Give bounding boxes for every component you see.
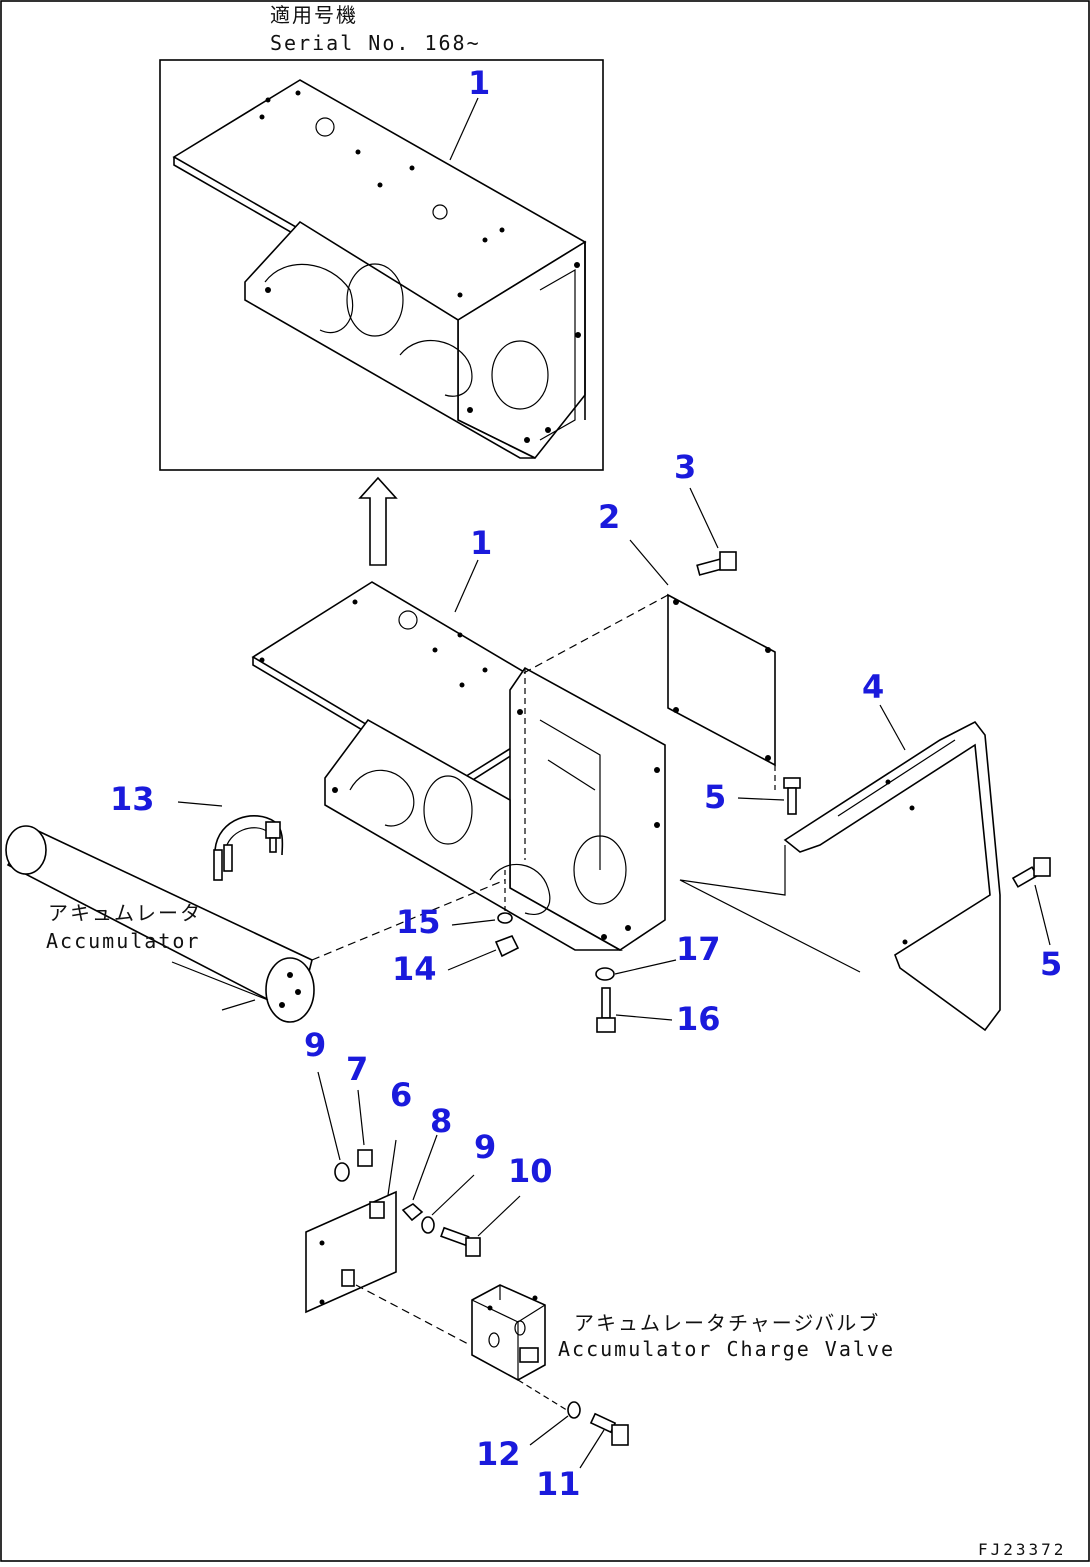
callout-16: 16: [676, 1000, 721, 1038]
charge-valve: [471, 1284, 571, 1413]
inset-frame: [159, 59, 604, 471]
callout-7: 7: [346, 1050, 368, 1088]
nut-8: [401, 1203, 424, 1222]
leader-17: [614, 959, 677, 975]
inset-note-jp: 適用号機: [270, 3, 358, 27]
reference-arrow: [358, 476, 398, 566]
leader-14: [447, 949, 497, 971]
inset-note-en: Serial No. 168~: [270, 31, 481, 55]
callout-1: 1: [470, 524, 492, 562]
callout-4: 4: [862, 668, 884, 706]
callout-8: 8: [430, 1102, 452, 1140]
leader-10: [477, 1195, 521, 1237]
callout-3: 3: [674, 448, 696, 486]
leader-5b: [1034, 884, 1051, 946]
bolt-10: [440, 1226, 481, 1257]
accumulator-label-en: Accumulator: [46, 929, 200, 953]
leader-16: [615, 1014, 673, 1021]
washer-15: [497, 870, 513, 924]
accumulator: [5, 825, 506, 1023]
bracket-4: [679, 720, 1001, 1032]
washer-9b: [421, 1216, 435, 1234]
accumulator-leader: [171, 961, 269, 1001]
inset-panel: 適用号機 Serial No. 168~: [159, 3, 604, 471]
washer-9a: [334, 1162, 350, 1182]
bolt-5a: [783, 777, 801, 815]
leader-11: [579, 1429, 605, 1469]
leader-9b: [431, 1174, 475, 1216]
leader-3: [689, 487, 719, 549]
callout-12: 12: [476, 1435, 521, 1473]
inset-frame-assembly: [172, 79, 587, 460]
oring-12: [567, 1401, 581, 1419]
leader-13: [177, 801, 223, 807]
cover-plate-2: [519, 593, 776, 790]
bolt-16: [596, 987, 616, 1033]
leader-8: [412, 1134, 438, 1201]
callout-14: 14: [392, 950, 437, 988]
leader-6: [387, 1139, 397, 1196]
leader-5a: [737, 797, 785, 801]
valve-label-en: Accumulator Charge Valve: [558, 1337, 895, 1361]
callout-17: 17: [676, 930, 721, 968]
bolt-5b: [1011, 857, 1051, 888]
plug-11: [589, 1412, 629, 1446]
callout-15: 15: [396, 903, 441, 941]
callout-9b: 9: [474, 1128, 496, 1166]
callout-1-inset: 1: [468, 64, 490, 102]
callout-10: 10: [508, 1152, 553, 1190]
callout-11: 11: [536, 1465, 581, 1503]
main-frame-assembly: [251, 581, 666, 951]
leader-1-inset: [449, 97, 479, 161]
spacer-7: [357, 1149, 373, 1167]
leader-1: [454, 559, 479, 613]
drawing-id: FJ23372: [978, 1540, 1066, 1559]
valve-label-jp: アキュムレータチャージバルブ: [574, 1311, 880, 1335]
clamp-13: [213, 815, 284, 881]
washer-17: [595, 967, 615, 981]
leader-12: [529, 1415, 569, 1446]
leader-4: [879, 704, 906, 751]
callout-2: 2: [598, 498, 620, 536]
callout-6: 6: [390, 1076, 412, 1114]
callout-13: 13: [110, 780, 155, 818]
callout-5a: 5: [704, 778, 726, 816]
callout-9a: 9: [304, 1026, 326, 1064]
bolt-3: [696, 551, 737, 576]
callout-5b: 5: [1040, 945, 1062, 983]
plate-6: [305, 1190, 471, 1346]
leader-15: [451, 919, 496, 926]
leader-9a: [317, 1071, 341, 1161]
leader-7: [357, 1089, 365, 1146]
accumulator-label-jp: アキュムレータ: [48, 901, 202, 925]
nut-14: [494, 934, 520, 958]
leader-2: [629, 539, 669, 586]
